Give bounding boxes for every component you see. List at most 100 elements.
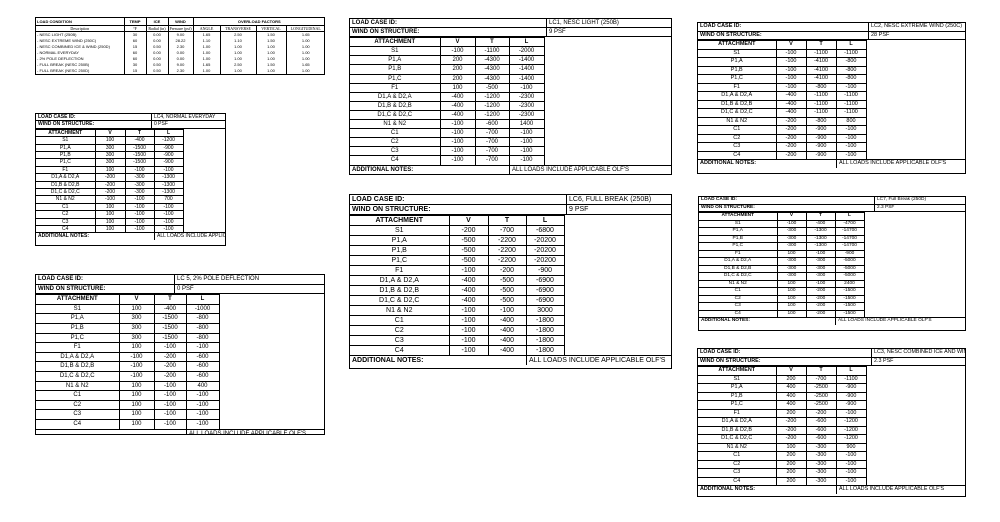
load-value: -100 bbox=[153, 165, 183, 174]
header-attachment: ATTACHMENT bbox=[350, 37, 440, 47]
condition-value: 0.50 bbox=[145, 68, 168, 74]
load-value: -4100 bbox=[805, 65, 836, 75]
table-row: D1,C & D2,C-300-300-5000 bbox=[699, 272, 864, 280]
condition-description: - FULL BREAK (NESC 250B) bbox=[37, 62, 90, 67]
load-case-lc7: LOAD CASE ID:LC7, Full Break (250D)WIND … bbox=[698, 196, 966, 331]
load-value: -1500 bbox=[834, 309, 864, 317]
attachment-name: S1 bbox=[36, 136, 95, 145]
table-row: D1,A & D2,A-400-1100-1100 bbox=[698, 91, 866, 100]
table-row: D1,B & D2,B-200-300-1300 bbox=[36, 180, 183, 189]
load-value: -600 bbox=[805, 425, 836, 435]
attachment-name: N1 & N2 bbox=[698, 442, 776, 452]
subheader-angle: ANGLE bbox=[192, 25, 220, 32]
load-value: 100 bbox=[118, 380, 154, 391]
load-value: -200 bbox=[487, 265, 526, 276]
load-value: -100 bbox=[118, 351, 154, 362]
load-value: -20200 bbox=[525, 245, 564, 256]
table-row: D1,B & D2,B-300-300-5000 bbox=[699, 264, 864, 273]
load-value: -800 bbox=[185, 332, 219, 343]
load-value: -900 bbox=[153, 150, 183, 159]
load-value: 200 bbox=[439, 64, 475, 75]
load-case-id: LOAD CASE ID:LC6, FULL BREAK (250B) bbox=[350, 195, 671, 205]
table-row: D1,A & D2,A-400-500-6900 bbox=[350, 275, 564, 286]
condition-value: 1.00 bbox=[192, 68, 220, 74]
header-temp: TEMP bbox=[123, 18, 146, 26]
load-value: -200 bbox=[775, 116, 806, 126]
load-value: 300 bbox=[94, 150, 125, 159]
condition-value: 1.65 bbox=[285, 31, 326, 38]
load-value: -1400 bbox=[508, 55, 544, 65]
load-value: -900 bbox=[805, 142, 836, 151]
load-value: -1800 bbox=[525, 345, 564, 355]
load-case-id-label: LOAD CASE ID: bbox=[352, 196, 405, 203]
load-value: -100 bbox=[835, 142, 866, 151]
load-value: -1500 bbox=[124, 150, 154, 159]
load-value: -900 bbox=[805, 133, 836, 143]
condition-value: 1.00 bbox=[219, 68, 256, 74]
attachment-name: S1 bbox=[350, 225, 449, 236]
attachment-name: P1,A bbox=[36, 313, 119, 324]
attachment-name: F1 bbox=[699, 249, 777, 258]
load-value: -400 bbox=[487, 325, 526, 336]
load-value: -100 bbox=[185, 409, 219, 420]
load-value: -300 bbox=[805, 451, 836, 460]
load-value: -300 bbox=[124, 173, 154, 182]
attachment-name: D1,A & D2,A bbox=[699, 257, 777, 265]
load-value: -600 bbox=[185, 361, 219, 372]
attachment-name: P1,A bbox=[698, 383, 776, 392]
attachment-name: C2 bbox=[698, 459, 776, 469]
condition-description: - 2% POLE DEFLECTION bbox=[37, 56, 84, 61]
load-value: 100 bbox=[775, 442, 806, 452]
additional-notes-label: ADDITIONAL NOTES: bbox=[38, 233, 90, 240]
table-row: P1,B-500-2200-20200 bbox=[350, 245, 564, 256]
load-value: -100 bbox=[508, 82, 544, 93]
load-value: 300 bbox=[94, 158, 125, 167]
load-value: -1100 bbox=[835, 48, 866, 58]
load-value: 2400 bbox=[834, 279, 864, 288]
load-value: -1200 bbox=[474, 91, 509, 102]
table-row: S1-100-1100-1100 bbox=[698, 48, 866, 58]
attachment-name: C3 bbox=[350, 335, 449, 346]
load-value: -300 bbox=[805, 257, 835, 265]
load-value: -200 bbox=[94, 173, 125, 182]
load-value: -300 bbox=[776, 264, 806, 273]
load-value: -100 bbox=[448, 305, 488, 316]
table-row: P1,C-500-2200-20200 bbox=[350, 255, 564, 266]
table-row: C2-200-900-100 bbox=[698, 133, 866, 143]
table-row: C4-200-900-100 bbox=[698, 150, 866, 159]
attachment-name: C3 bbox=[350, 146, 440, 156]
load-value: -200 bbox=[775, 434, 806, 443]
load-value: -100 bbox=[439, 155, 475, 165]
additional-notes-value: ALL LOADS INCLUDE APPLICABLE OLF'S bbox=[526, 356, 671, 365]
wind-on-structure-value: 9 PSF bbox=[566, 205, 671, 214]
condition-value: 2.30 bbox=[167, 44, 193, 50]
load-value: 100 bbox=[118, 409, 154, 420]
load-value: -100 bbox=[775, 57, 806, 66]
attachment-name: C1 bbox=[36, 390, 119, 401]
condition-value: 1.00 bbox=[285, 50, 326, 56]
condition-value: 0.50 bbox=[145, 44, 168, 50]
attachment-name: C2 bbox=[350, 137, 440, 147]
load-value: -300 bbox=[776, 257, 806, 265]
note-line: ALL LOADS INCLUDE APPLICABLE OLF'S bbox=[157, 233, 225, 240]
additional-notes: ADDITIONAL NOTES: ALL LOADS INCLUDE APPLI… bbox=[36, 232, 225, 240]
header-t: T bbox=[805, 212, 835, 220]
load-value: -800 bbox=[835, 57, 866, 66]
wind-on-structure: WIND ON STRUCTURE:0 PSF bbox=[36, 284, 324, 295]
load-value: -100 bbox=[153, 202, 183, 211]
load-value: -100 bbox=[775, 48, 806, 58]
load-value: -100 bbox=[775, 65, 806, 75]
